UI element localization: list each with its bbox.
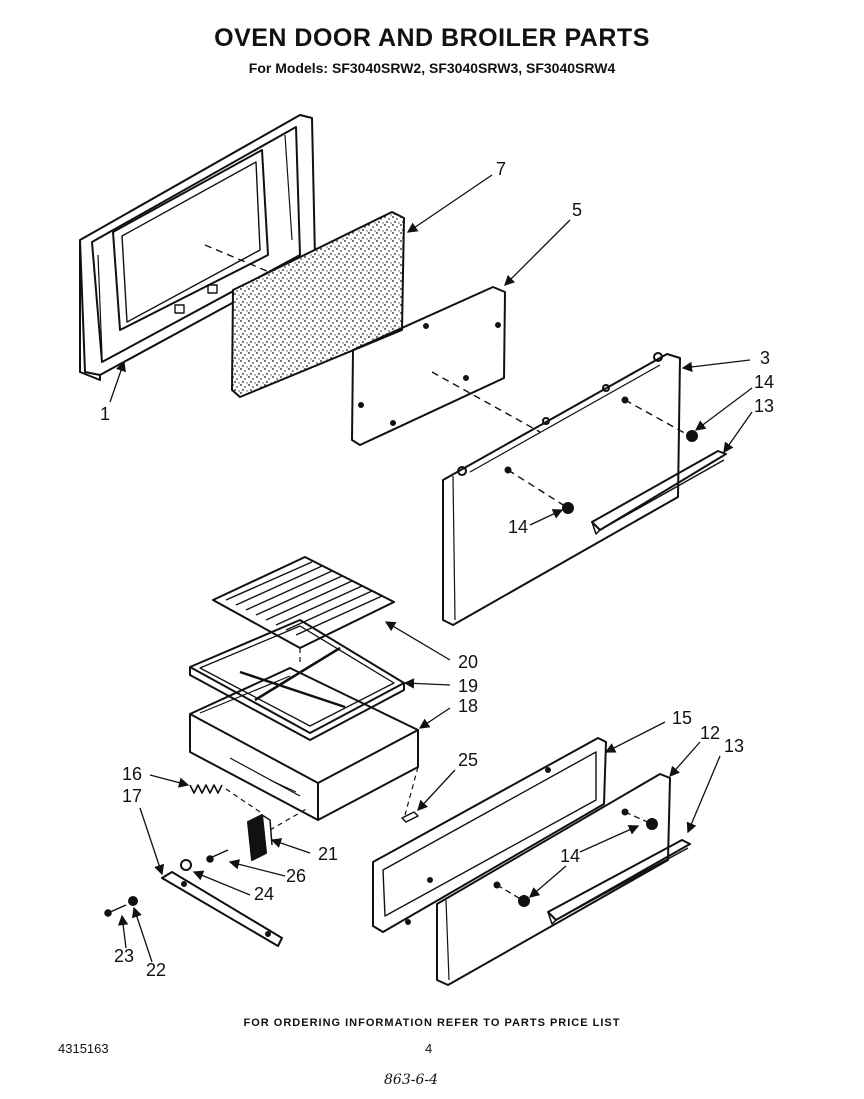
broiler-spring (189, 784, 261, 813)
broiler-pan (189, 619, 405, 741)
callout-18: 18 (458, 696, 478, 716)
nut-24 (180, 859, 192, 871)
outer-door-panel (442, 352, 681, 626)
callout-14-lower: 14 (560, 846, 580, 866)
callout-14-upper-right: 14 (754, 372, 774, 392)
broiler-door-handle (547, 839, 691, 925)
callout-16: 16 (122, 764, 142, 784)
door-handle-upper (591, 450, 727, 535)
broiler-grid (212, 556, 395, 649)
callout-7: 7 (496, 159, 506, 179)
callout-5: 5 (572, 200, 582, 220)
broiler-drawer (189, 667, 419, 821)
callout-26: 26 (286, 866, 306, 886)
door-liner-panel (351, 286, 506, 446)
spacer-14-lower-left (518, 895, 530, 907)
callout-1: 1 (100, 404, 110, 424)
screw-26 (206, 849, 229, 863)
callout-15: 15 (672, 708, 692, 728)
ordering-note: FOR ORDERING INFORMATION REFER TO PARTS … (243, 1017, 621, 1029)
broiler-bracket (247, 814, 273, 861)
callout-22: 22 (146, 960, 166, 980)
drawer-slide-clip (401, 811, 419, 823)
callout-12: 12 (700, 723, 720, 743)
document-number: 4315163 (58, 1041, 109, 1056)
screw-23 (104, 904, 127, 917)
callout-25: 25 (458, 750, 478, 770)
broiler-rail (161, 871, 283, 947)
spacer-14-upper-left (562, 502, 574, 514)
spacer-14-lower-right (646, 818, 658, 830)
callout-14-upper-left: 14 (508, 517, 528, 537)
callout-24: 24 (254, 884, 274, 904)
page-title: OVEN DOOR AND BROILER PARTS (214, 24, 650, 52)
page-number: 4 (425, 1041, 433, 1056)
models-subtitle: For Models: SF3040SRW2, SF3040SRW3, SF30… (248, 60, 616, 76)
callout-19: 19 (458, 676, 478, 696)
callout-20: 20 (458, 652, 478, 672)
callout-23: 23 (114, 946, 134, 966)
callout-21: 21 (318, 844, 338, 864)
callout-17: 17 (122, 786, 142, 806)
insulation-pad (231, 211, 405, 398)
callout-3: 3 (760, 348, 770, 368)
washer-22 (128, 896, 138, 906)
callout-13-upper: 13 (754, 396, 774, 416)
spacer-14-upper-right (686, 430, 698, 442)
broiler-door-outer (436, 773, 671, 986)
handwritten-note: 863-6-4 (384, 1072, 438, 1088)
callout-13-lower: 13 (724, 736, 744, 756)
broiler-door-inner (372, 737, 607, 933)
